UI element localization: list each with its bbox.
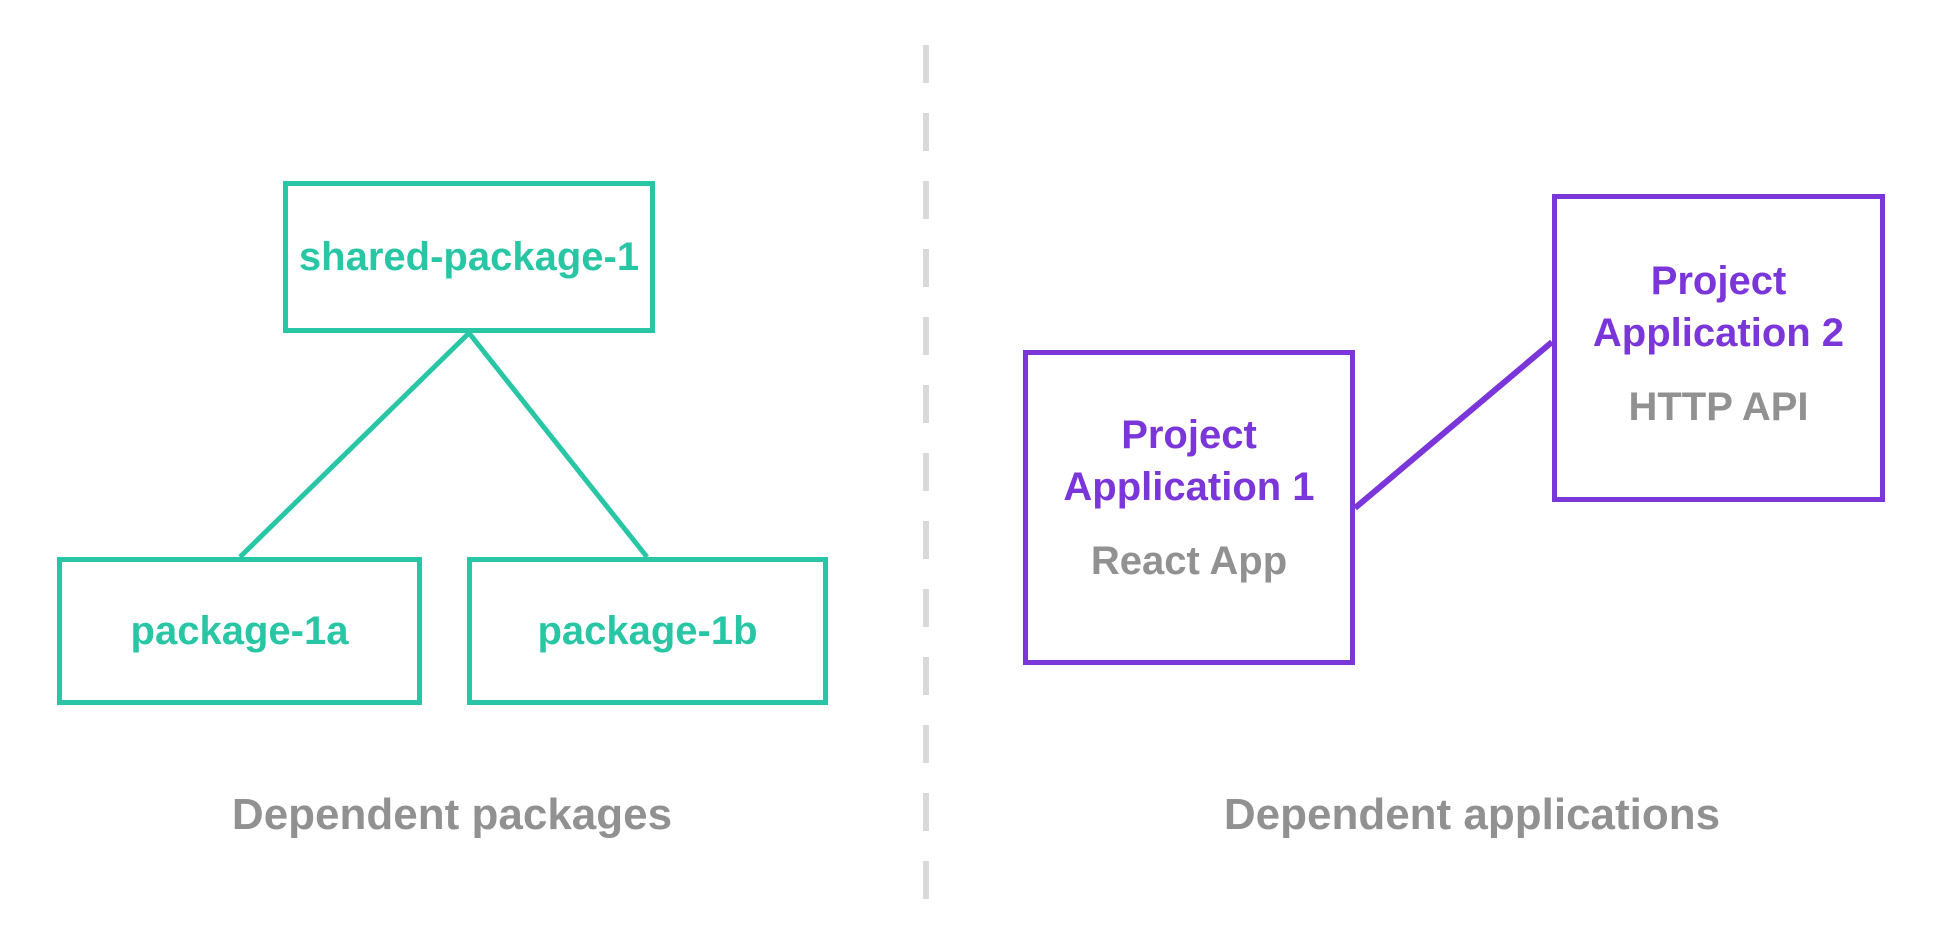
node-shared-package-1: shared-package-1: [283, 181, 655, 333]
left-section-caption: Dependent packages: [231, 790, 673, 839]
node-subtitle: HTTP API: [1628, 385, 1809, 429]
right-section-caption: Dependent applications: [1223, 790, 1721, 839]
node-title-line-2: Application 2: [1592, 311, 1845, 355]
node-title-line-2: Application 1: [1063, 465, 1315, 509]
node-title: Project Application 2: [1593, 255, 1844, 359]
node-project-application-1: Project Application 1 React App: [1023, 350, 1355, 665]
node-title-line-1: Project: [1121, 413, 1257, 457]
node-label: package-1a: [130, 608, 349, 653]
edge-app1-to-app2: [1353, 339, 1554, 511]
node-project-application-2: Project Application 2 HTTP API: [1552, 194, 1885, 502]
node-label: shared-package-1: [298, 234, 640, 279]
edge-shared-to-pkg1a: [238, 331, 471, 559]
node-package-1b: package-1b: [467, 557, 828, 705]
node-package-1a: package-1a: [57, 557, 422, 705]
node-subtitle: React App: [1090, 539, 1288, 583]
edge-shared-to-pkg1b: [467, 331, 649, 559]
node-title: Project Application 1: [1063, 409, 1314, 513]
node-title-line-1: Project: [1650, 259, 1787, 303]
node-label: package-1b: [537, 608, 758, 653]
